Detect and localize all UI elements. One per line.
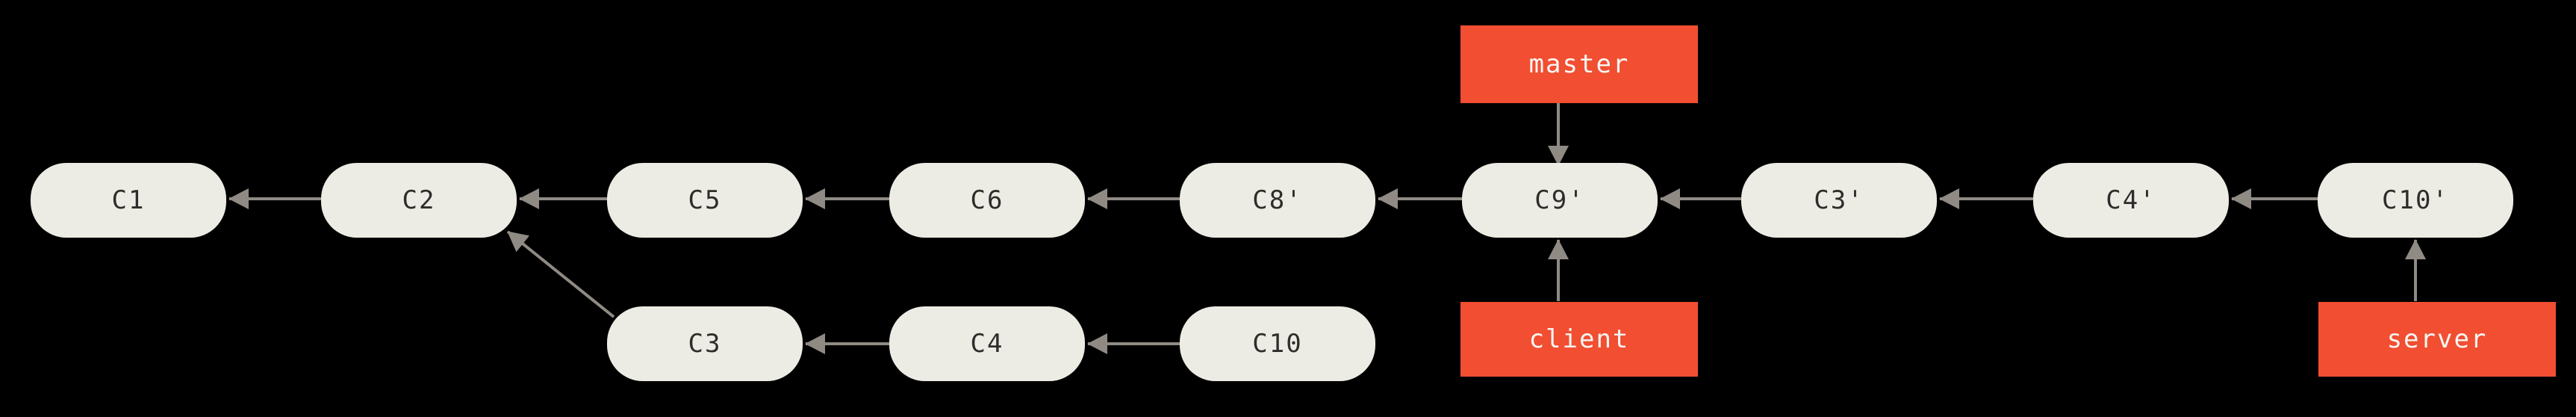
edge-c3-c2 xyxy=(506,230,615,318)
commit-node-c4-prime: C4' xyxy=(2033,163,2229,238)
commit-node-c9-prime: C9' xyxy=(1462,163,1658,238)
commit-node-c1: C1 xyxy=(31,163,226,238)
commit-node-c3-prime: C3' xyxy=(1741,163,1937,238)
commit-node-c6: C6 xyxy=(889,163,1085,238)
branch-label-server: server xyxy=(2318,302,2556,377)
commit-node-c8-prime: C8' xyxy=(1180,163,1375,238)
commit-node-c2: C2 xyxy=(321,163,517,238)
commit-node-c3: C3 xyxy=(607,306,803,381)
branch-label-master: master xyxy=(1460,25,1698,103)
commit-node-c5: C5 xyxy=(607,163,803,238)
branch-label-client: client xyxy=(1460,302,1698,377)
commit-node-c10-prime: C10' xyxy=(2318,163,2513,238)
commit-node-c10: C10 xyxy=(1180,306,1375,381)
commit-node-c4: C4 xyxy=(889,306,1085,381)
